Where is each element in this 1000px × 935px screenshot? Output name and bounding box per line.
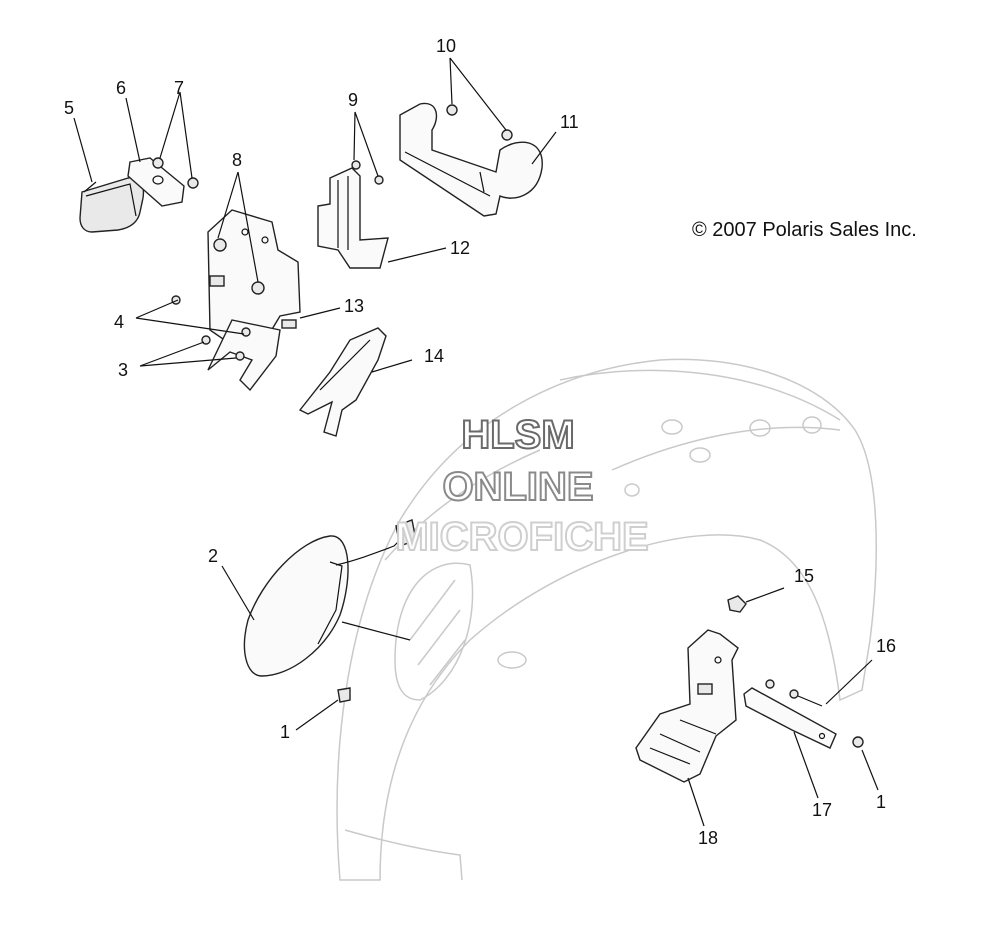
callout-16: 16 [876, 636, 896, 656]
callout-12: 12 [450, 238, 470, 258]
callout-17: 17 [812, 800, 832, 820]
watermark: HLSM ONLINE MICROFICHE [394, 412, 649, 560]
tail-lamp-lens [79, 177, 145, 233]
callout-2: 2 [208, 546, 218, 566]
callout-1-right: 1 [876, 792, 886, 812]
callout-18: 18 [698, 828, 718, 848]
copyright-notice: © 2007 Polaris Sales Inc. [692, 219, 917, 241]
small-fasteners [337, 679, 864, 748]
bracket-strip [743, 687, 837, 749]
callout-7: 7 [174, 78, 184, 98]
callout-3: 3 [118, 360, 128, 380]
callout-6: 6 [116, 78, 126, 98]
callout-1-left: 1 [280, 722, 290, 742]
callout-11: 11 [560, 112, 579, 132]
mount-bracket-12 [317, 160, 389, 269]
grommet-15 [727, 595, 747, 613]
callout-5: 5 [64, 98, 74, 118]
mount-bracket-11 [399, 102, 543, 217]
license-lamp-housing [243, 519, 417, 677]
watermark-line-3: MICROFICHE [395, 515, 648, 559]
mount-bracket-14 [298, 327, 387, 437]
watermark-line-2: ONLINE [442, 465, 593, 509]
callout-4: 4 [114, 312, 124, 332]
splash-guard [635, 629, 739, 783]
watermark-line-1: HLSM [461, 413, 574, 457]
lamp-gasket [127, 157, 185, 207]
rear-fender [336, 358, 877, 881]
callout-13: 13 [344, 296, 364, 316]
callout-labels: 5 6 7 8 9 10 11 12 13 14 4 3 2 1 15 16 1… [64, 36, 896, 848]
lamp-nuts [152, 157, 199, 189]
lower-mount-plate [171, 295, 281, 392]
callout-14: 14 [424, 346, 444, 366]
leader-lines [73, 57, 879, 827]
callout-8: 8 [232, 150, 242, 170]
callout-15: 15 [794, 566, 814, 586]
callout-10: 10 [436, 36, 456, 56]
callout-9: 9 [348, 90, 358, 110]
